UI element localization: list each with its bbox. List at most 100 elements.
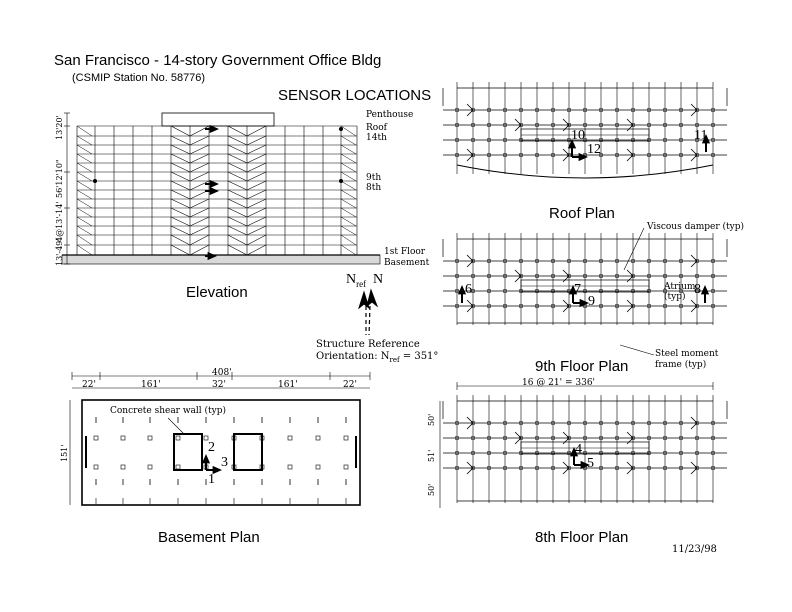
plan-column [711,451,715,455]
damper-diagonal [227,180,248,191]
plan-column [487,259,491,263]
basement-column [147,464,153,470]
damper-diagonal [246,171,267,182]
plan-column [519,153,523,157]
plan-column [535,304,539,308]
plan-column [679,138,683,142]
plan-column [631,451,635,455]
plan-column [615,138,619,142]
arrow-head [567,139,577,149]
plan-column [679,304,683,308]
level-basement: Basement [384,258,430,268]
plan-column [663,436,667,440]
plan-column [487,421,491,425]
plan-column [679,436,683,440]
damper-diagonal [227,135,248,146]
sensor-11: 11 [694,128,708,143]
brace-diagonal [76,207,93,218]
plan-column [567,153,571,157]
basement-sensor-2 [201,454,211,470]
plan-column [647,259,651,263]
plan-column [503,451,507,455]
damper-diagonal [189,207,210,218]
plan-column [695,108,699,112]
plan-column [599,123,603,127]
ninth-sensor-6 [457,285,467,303]
damper-diagonal [227,162,248,173]
brace-diagonal [76,144,93,155]
plan-column [663,153,667,157]
damper-diagonal [227,144,248,155]
viscous-damper-label: Viscous damper (typ) [647,222,744,232]
damper-diagonal [227,171,248,182]
plan-column [631,108,635,112]
plan-column [471,108,475,112]
plan-column [599,259,603,263]
plan-column [455,123,459,127]
plan-column [695,436,699,440]
elev-dot [338,127,343,132]
elev-dim-top: 13'20' [55,115,64,140]
damper-diagonal [189,198,210,209]
plan-column [679,421,683,425]
plan-column [471,466,475,470]
sensor-7: 7 [574,282,581,297]
damper-diagonal [227,125,248,137]
plan-column [663,138,667,142]
plan-column [695,153,699,157]
plan-column [455,304,459,308]
elev-sensor-8th [205,186,219,196]
damper-symbol [466,416,474,430]
plan-column [535,466,539,470]
damper-leader [623,227,645,271]
plan-column [679,108,683,112]
basement-column [315,435,321,441]
plan-column [679,274,683,278]
plan-column [551,259,555,263]
nref-label: Nref [346,272,367,289]
sensor-6: 6 [465,282,472,297]
damper-symbol [690,461,698,475]
brace-diagonal [340,125,357,137]
damper-diagonal [189,162,210,173]
basement-column [120,464,126,470]
plan-column [535,421,539,425]
plan-column [631,138,635,142]
plan-column [647,304,651,308]
damper-diagonal [170,153,191,164]
north-arrowhead-true [366,288,379,308]
plan-column [615,153,619,157]
arrow-head [201,454,211,464]
plan-column [471,304,475,308]
damper-symbol [562,269,570,283]
plan-column [695,259,699,263]
roof-sensor-11 [701,134,711,152]
shear-wall-leader [167,417,185,435]
plan-column [471,153,475,157]
plan-column [471,421,475,425]
damper-diagonal [246,125,267,137]
plan-column [663,304,667,308]
damper-diagonal [246,216,267,227]
plan-column [583,436,587,440]
damper-diagonal [189,135,210,146]
plan-column [583,123,587,127]
plan-column [599,153,603,157]
plan-column [535,108,539,112]
plan-column [599,436,603,440]
damper-diagonal [189,244,210,256]
damper-diagonal [227,198,248,209]
arrow-head [700,285,710,295]
damper-diagonal [246,198,267,209]
brace-diagonal [340,216,357,227]
plan-column [599,421,603,425]
plan-column [503,466,507,470]
basement-column [175,464,181,470]
plan-column [487,466,491,470]
plan-column [567,138,571,142]
arrow-head [207,251,217,261]
plan-column [535,274,539,278]
plan-column [711,108,715,112]
orientation-line-2: Orientation: Nref = 351° [316,351,439,364]
plan-column [583,138,587,142]
